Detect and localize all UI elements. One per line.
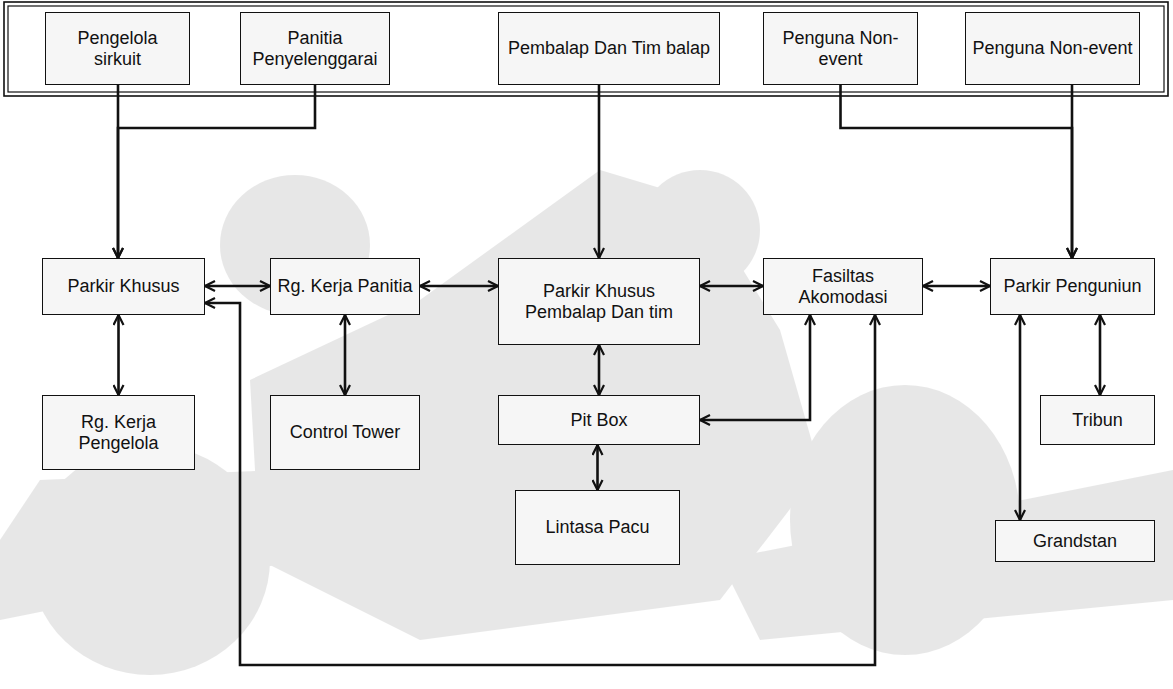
flow-arrow	[1071, 85, 1074, 258]
box-label: Rg. Kerja Pengelola	[49, 412, 188, 453]
process-box: Penguna Non-event	[763, 12, 918, 85]
box-label: Panitia Penyelenggarai	[247, 28, 383, 69]
process-box: Rg. Kerja Panitia	[270, 258, 420, 315]
band-frame-outer	[4, 2, 1168, 96]
process-box: Lintasa Pacu	[515, 490, 680, 565]
box-label: Rg. Kerja Panitia	[277, 276, 412, 297]
process-box: Control Tower	[270, 395, 420, 470]
box-label: Fasiltas Akomodasi	[770, 266, 916, 307]
flow-arrow	[598, 345, 601, 395]
flow-arrow	[596, 445, 599, 490]
band-frame-inner	[8, 6, 1164, 92]
box-label: Parkir Khusus	[67, 276, 179, 297]
process-box: Pembalap Dan Tim balap	[498, 12, 720, 85]
box-label: Pengelola sirkuit	[52, 28, 183, 69]
box-label: Grandstan	[1033, 531, 1117, 552]
flow-arrow	[205, 285, 270, 288]
car-wing	[720, 470, 1173, 640]
flow-arrow	[205, 303, 875, 665]
process-box: Fasiltas Akomodasi	[763, 258, 923, 315]
flow-arrow	[598, 85, 601, 258]
process-box: Pit Box	[498, 395, 700, 445]
box-label: Parkir Khusus Pembalap Dan tim	[505, 281, 693, 322]
box-label: Pembalap Dan Tim balap	[508, 38, 710, 59]
race-car-silhouette	[0, 170, 1173, 675]
flow-arrow	[117, 315, 120, 395]
car-wing	[0, 470, 300, 620]
process-box: Penguna Non-event	[965, 12, 1140, 85]
process-box: Pengelola sirkuit	[45, 12, 190, 85]
process-box: Grandstan	[995, 520, 1155, 562]
flow-arrow	[344, 315, 347, 395]
box-label: Penguna Non-event	[972, 38, 1132, 59]
process-box: Parkir Penguniun	[990, 258, 1155, 315]
box-label: Pit Box	[570, 410, 627, 431]
box-label: Control Tower	[290, 422, 401, 443]
box-label: Penguna Non-event	[770, 28, 911, 69]
process-box: Panitia Penyelenggarai	[240, 12, 390, 85]
flow-arrow	[700, 315, 810, 420]
process-box: Tribun	[1040, 395, 1155, 445]
box-label: Parkir Penguniun	[1003, 276, 1141, 297]
box-label: Tribun	[1072, 410, 1122, 431]
flow-arrow	[923, 285, 990, 288]
process-box: Parkir Khusus	[42, 258, 205, 315]
flow-arrow	[118, 85, 315, 258]
box-label: Lintasa Pacu	[545, 517, 649, 538]
flow-arrow	[1019, 315, 1022, 520]
flow-arrow	[841, 85, 1073, 258]
flow-arrow	[700, 285, 763, 288]
flow-arrow	[420, 285, 498, 288]
process-box: Rg. Kerja Pengelola	[42, 395, 195, 470]
process-box: Parkir Khusus Pembalap Dan tim	[498, 258, 700, 345]
flow-arrow	[1099, 315, 1102, 395]
